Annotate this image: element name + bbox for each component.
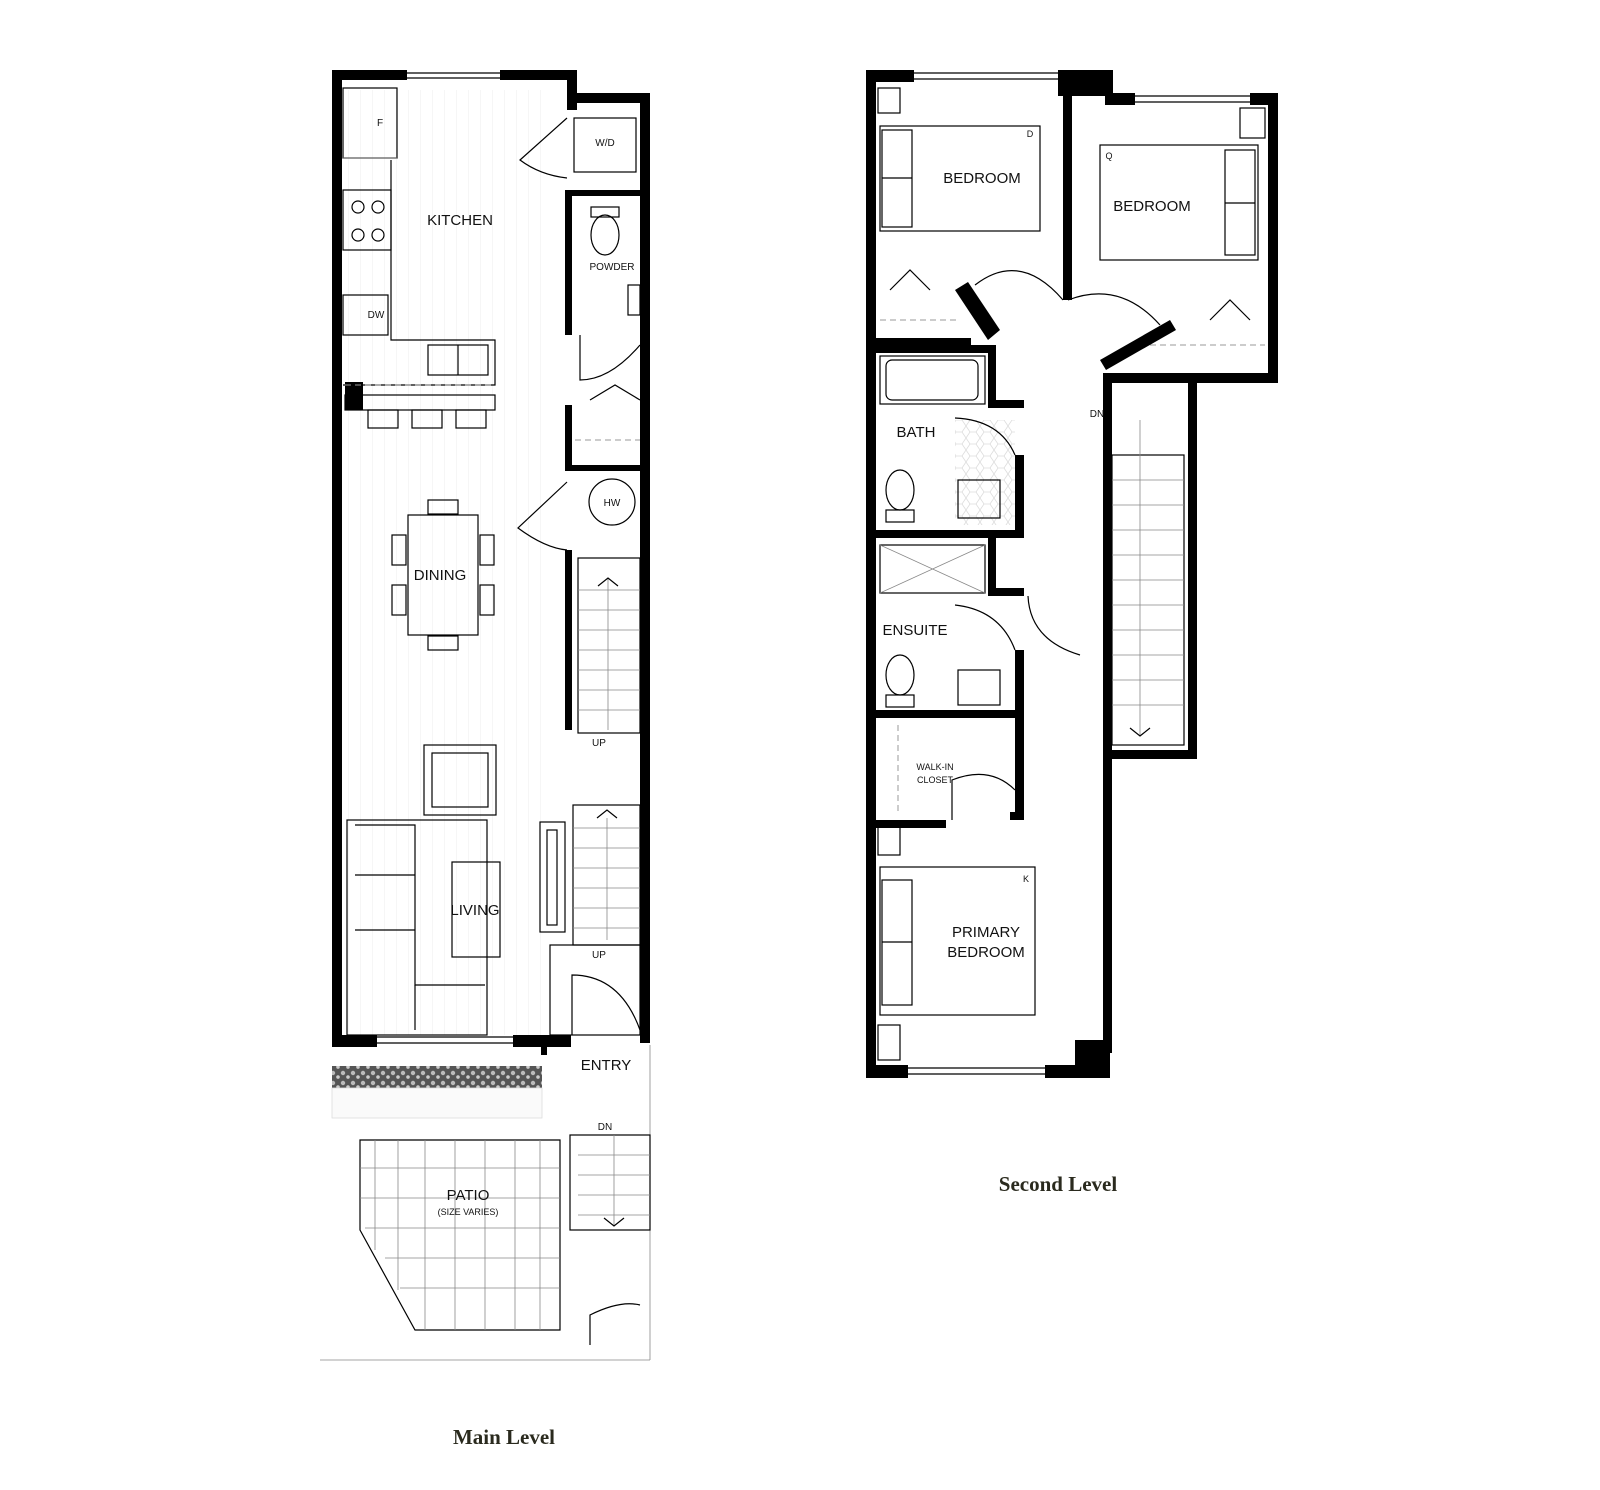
room-label-walk-in-closet-line1: WALK-IN [916,762,953,772]
room-label-powder: POWDER [590,262,635,273]
patio-size-note: (SIZE VARIES) [438,1207,499,1217]
room-label-dining: DINING [414,567,467,584]
room-label-primary-bedroom-line1: PRIMARY [952,924,1020,941]
patio-grid [320,1045,651,1361]
room-label-bedroom-2: BEDROOM [1113,198,1191,215]
room-label-kitchen: KITCHEN [427,212,493,229]
fixture-label-fridge: F [377,118,383,129]
main-level-caption: Main Level [453,1425,555,1449]
second-level-caption: Second Level [999,1172,1118,1196]
second-level-plan [866,70,1278,1078]
room-label-ensuite: ENSUITE [882,622,947,639]
room-label-bedroom-1: BEDROOM [943,170,1021,187]
stair-label-up-2: UP [592,950,606,961]
room-label-walk-in-closet-line2: CLOSET [917,775,954,785]
stair-label-up-1: UP [592,738,606,749]
bed-size-label-q: Q [1105,151,1112,161]
bed-size-label-d: D [1027,129,1034,139]
fixture-label-dishwasher: DW [368,310,385,321]
fixture-label-washer-dryer: W/D [595,138,614,149]
room-label-primary-bedroom-line2: BEDROOM [947,944,1025,961]
room-label-bath: BATH [897,424,936,441]
fixture-label-hot-water: HW [604,498,621,509]
stair-label-dn-second: DN [1090,409,1104,420]
room-label-living: LIVING [450,902,499,919]
room-label-patio: PATIO [447,1187,490,1204]
bed-size-label-k: K [1023,874,1029,884]
main-level-plan [320,70,651,1361]
room-label-entry: ENTRY [581,1057,632,1074]
stair-label-dn-main: DN [598,1122,612,1133]
